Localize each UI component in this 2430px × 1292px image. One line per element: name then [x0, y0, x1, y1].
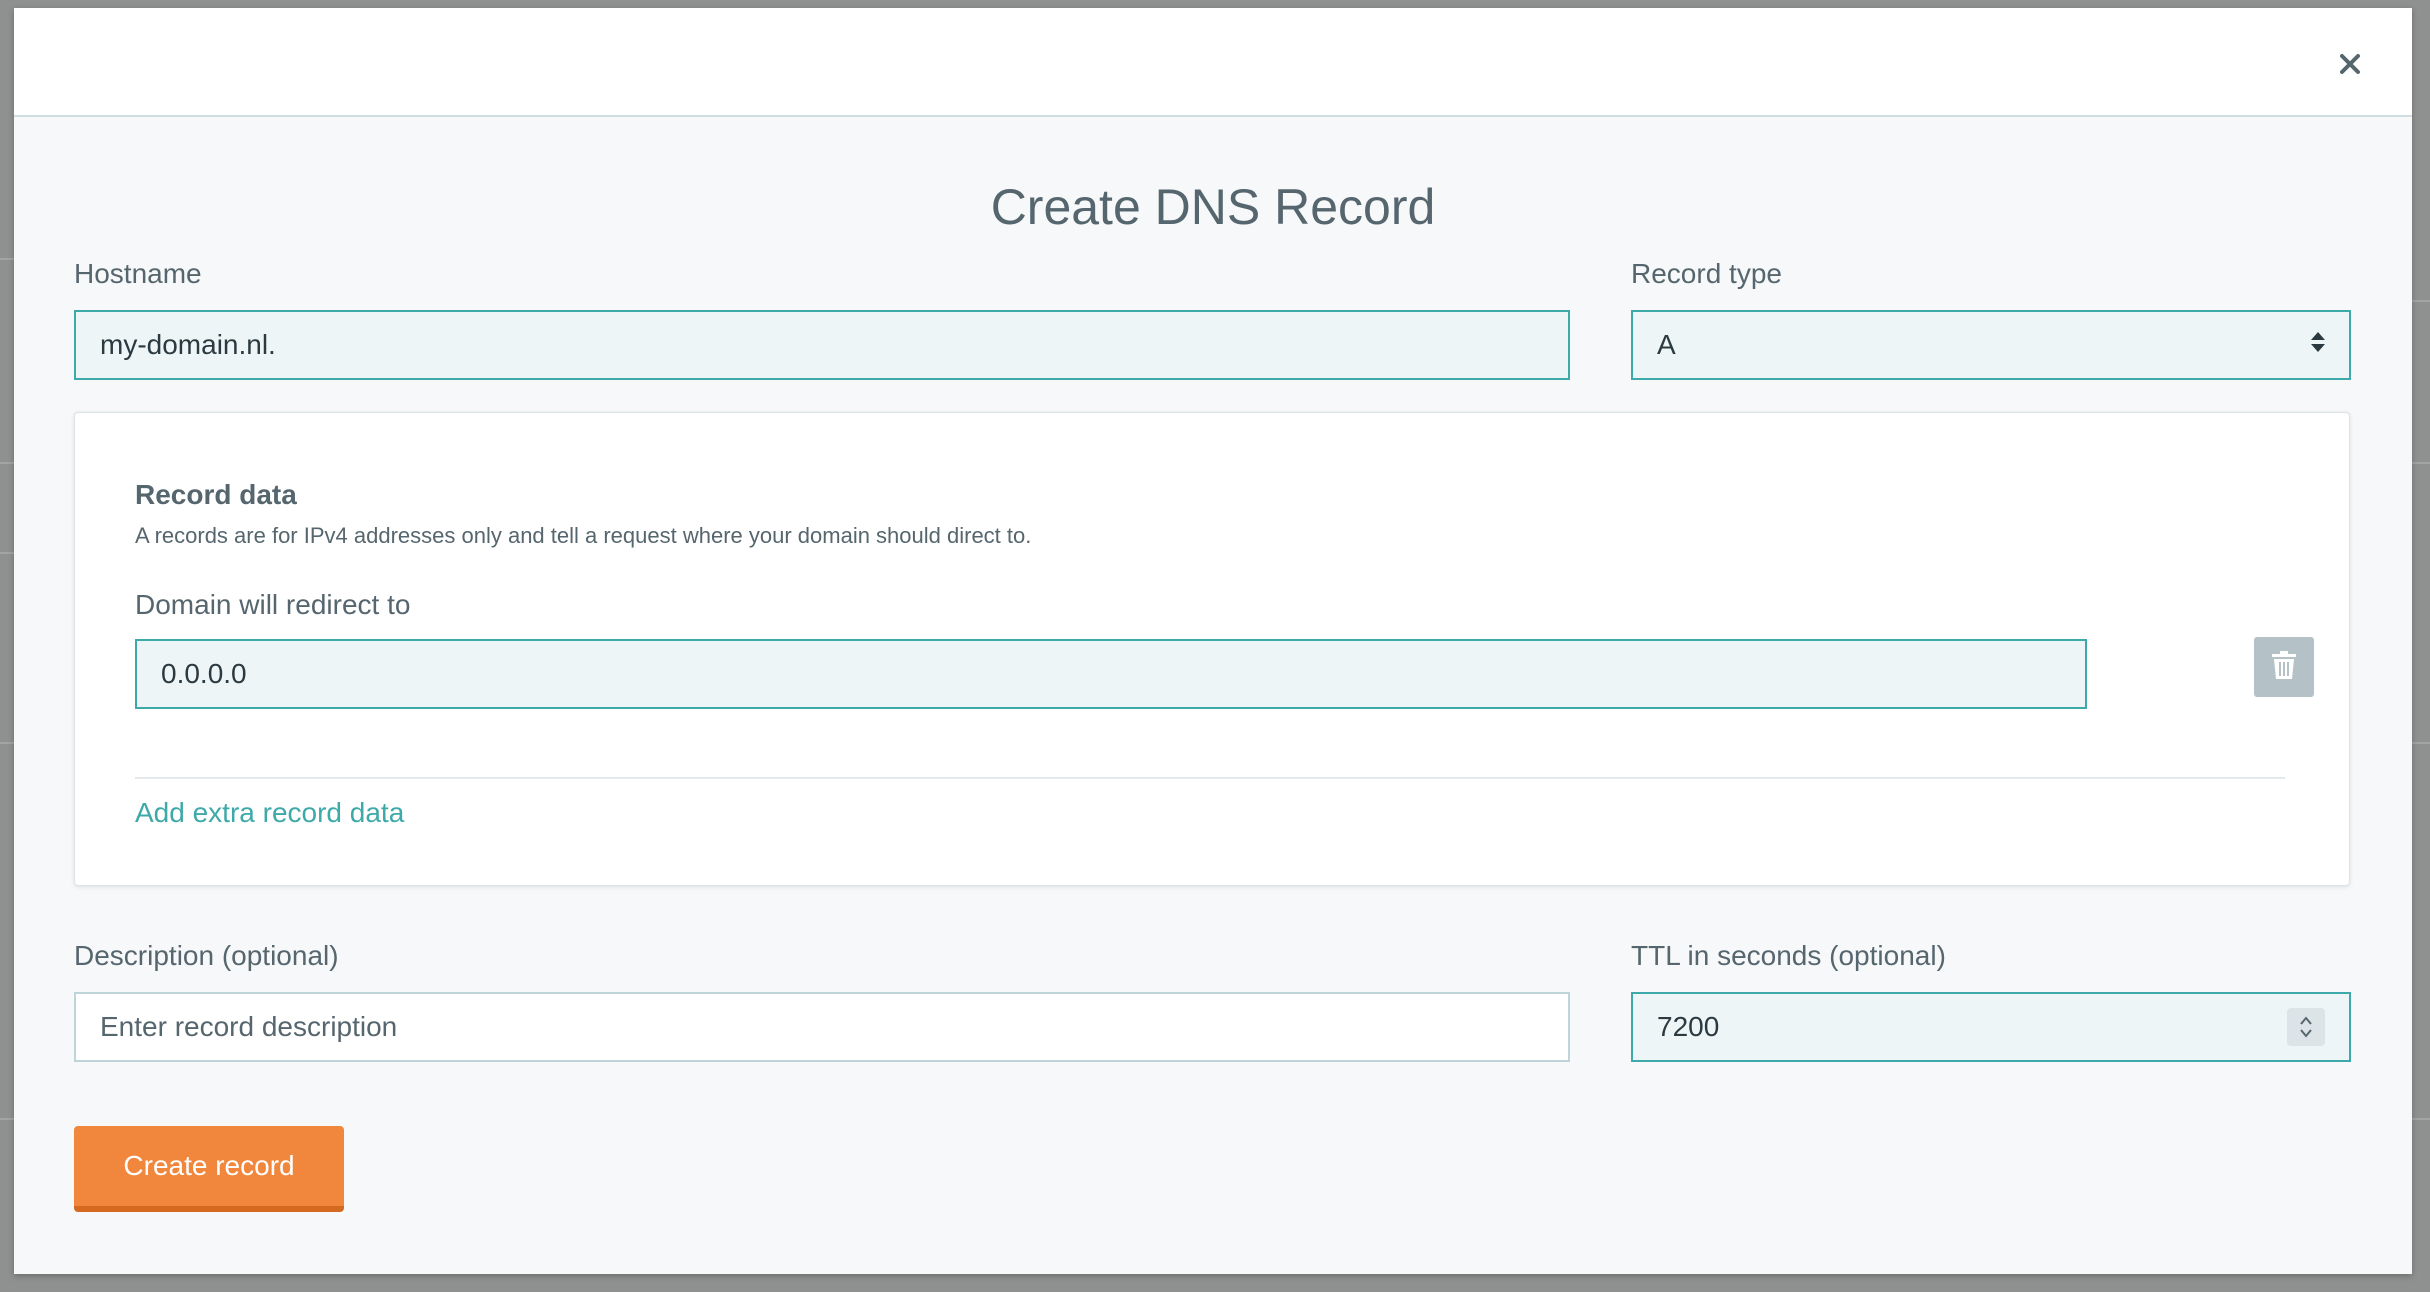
- create-record-button[interactable]: Create record: [74, 1126, 344, 1212]
- close-button[interactable]: [2332, 48, 2368, 84]
- record-type-value: A: [1657, 329, 1676, 360]
- record-data-title: Record data: [135, 479, 297, 510]
- add-extra-record-data-link[interactable]: Add extra record data: [135, 797, 405, 828]
- card-divider: [135, 777, 2285, 779]
- dialog-title: Create DNS Record: [990, 179, 1436, 235]
- ttl-label: TTL in seconds (optional): [1631, 940, 1946, 971]
- record-data-description: A records are for IPv4 addresses only an…: [135, 523, 1032, 548]
- close-icon: [2339, 53, 2361, 80]
- backdrop-divider: [2412, 1118, 2430, 1120]
- backdrop-divider: [2412, 462, 2430, 464]
- delete-record-data-button[interactable]: [2254, 637, 2314, 697]
- hostname-input[interactable]: [74, 310, 1570, 380]
- hostname-label: Hostname: [74, 258, 202, 289]
- trash-icon: [2271, 650, 2297, 685]
- description-input[interactable]: [74, 992, 1570, 1062]
- redirect-label: Domain will redirect to: [135, 589, 411, 620]
- dialog-header: [14, 8, 2412, 117]
- backdrop-divider: [0, 462, 14, 464]
- record-data-card: Record data A records are for IPv4 addre…: [74, 412, 2350, 886]
- record-type-label: Record type: [1631, 258, 1782, 289]
- create-dns-record-dialog: Create DNS Record Hostname Record type A…: [14, 8, 2412, 1274]
- backdrop-divider: [2412, 300, 2430, 302]
- spinner-arrows-icon[interactable]: [2287, 1008, 2325, 1046]
- record-type-select[interactable]: A: [1631, 310, 2351, 380]
- redirect-input[interactable]: [135, 639, 2087, 709]
- backdrop-divider: [0, 258, 14, 260]
- description-label: Description (optional): [74, 940, 339, 971]
- ttl-value: 7200: [1657, 1011, 1720, 1042]
- backdrop-divider: [0, 742, 14, 744]
- backdrop-divider: [0, 552, 14, 554]
- ttl-input[interactable]: 7200: [1631, 992, 2351, 1062]
- sort-arrows-icon: [2309, 329, 2327, 361]
- backdrop-divider: [2412, 742, 2430, 744]
- backdrop-divider: [0, 1118, 14, 1120]
